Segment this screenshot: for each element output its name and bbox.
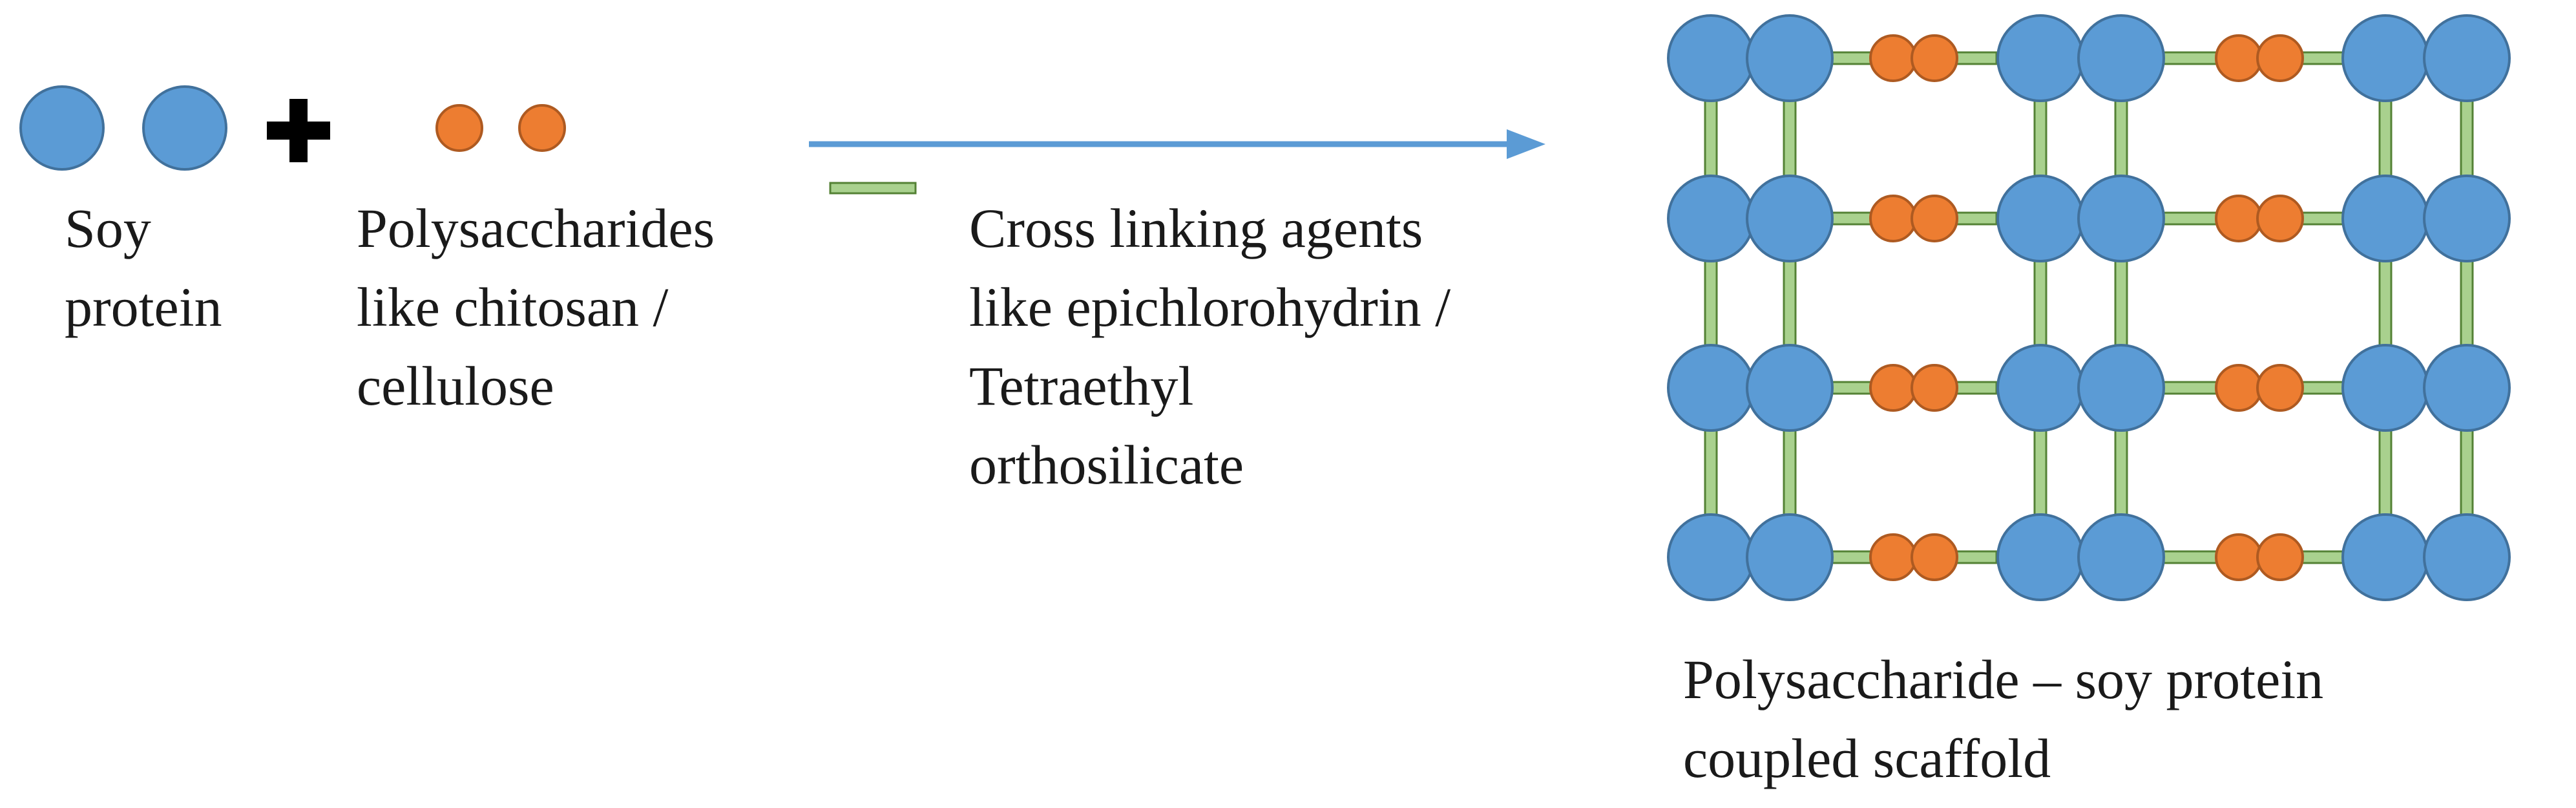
scaffold-polysaccharide-node — [2256, 364, 2304, 412]
scaffold-protein-node — [1667, 175, 1755, 262]
polysaccharides-label-line: cellulose — [357, 355, 554, 417]
scaffold-protein-node — [1667, 344, 1755, 432]
scaffold-protein-node — [1746, 175, 1834, 262]
scaffold-protein-node — [2423, 513, 2511, 601]
polysaccharide-circle — [435, 104, 483, 152]
cross-linking-agents-label-line: Cross linking agents — [969, 197, 1423, 259]
scaffold-polysaccharide-node — [2256, 34, 2304, 82]
scaffold-protein-node — [2077, 513, 2165, 601]
scaffold-protein-node — [1667, 14, 1755, 102]
crosslinker-symbol — [829, 182, 917, 195]
vertical-crosslink — [2460, 89, 2474, 187]
scaffold-protein-node — [2341, 14, 2429, 102]
vertical-crosslink — [1783, 89, 1797, 187]
scaffold-polysaccharide-node — [2256, 533, 2304, 581]
reactant-symbols — [19, 85, 917, 195]
scaffold-polysaccharide-node — [2215, 195, 2263, 242]
plus-icon — [267, 99, 330, 162]
soy-protein-label: Soy protein — [65, 189, 222, 346]
scaffold-polysaccharide-node — [1911, 34, 1958, 82]
scaffold-crosslinks — [1704, 51, 2474, 564]
scaffold-protein-node — [1746, 344, 1834, 432]
scaffold-polysaccharide-node — [1869, 34, 1917, 82]
scaffold-protein-node — [2077, 344, 2165, 432]
scaffold-label-line: coupled scaffold — [1683, 727, 2051, 789]
vertical-crosslink — [2378, 89, 2393, 187]
polysaccharides-label: Polysaccharides like chitosan / cellulos… — [357, 189, 715, 425]
scaffold-polysaccharide-node — [1911, 364, 1958, 412]
plus-icon-bar — [289, 99, 308, 162]
scaffold-label: Polysaccharide – soy protein coupled sca… — [1683, 640, 2323, 798]
soy-protein-label-line: Soy — [65, 197, 151, 259]
vertical-crosslink — [1704, 419, 1718, 526]
soy-protein-circle — [19, 85, 105, 171]
scaffold-protein-node — [1667, 513, 1755, 601]
reaction-arrow — [809, 129, 1545, 159]
scaffold-protein-node — [1746, 14, 1834, 102]
scaffold-polysaccharide-node — [1869, 195, 1917, 242]
vertical-crosslink — [1783, 419, 1797, 526]
scaffold-label-line: Polysaccharide – soy protein — [1683, 648, 2324, 710]
vertical-crosslink — [2460, 250, 2474, 357]
soy-protein-circle — [142, 85, 227, 171]
polysaccharide-circle — [518, 104, 566, 152]
vertical-crosslink — [2114, 250, 2128, 357]
scaffold-protein-node — [2341, 513, 2429, 601]
scaffold-polysaccharide-node — [2215, 364, 2263, 412]
scaffold-polysaccharide-node — [2256, 195, 2304, 242]
scaffold-polysaccharide-node — [2215, 533, 2263, 581]
vertical-crosslink — [2114, 89, 2128, 187]
scaffold-protein-node — [1996, 14, 2084, 102]
soy-protein-label-line: protein — [65, 276, 222, 338]
scaffold-protein-node — [1996, 344, 2084, 432]
polysaccharides-label-line: like chitosan / — [357, 276, 669, 338]
vertical-crosslink — [2033, 250, 2047, 357]
vertical-crosslink — [2378, 419, 2393, 526]
vertical-crosslink — [1704, 89, 1718, 187]
scaffold-protein-node — [2423, 344, 2511, 432]
scaffold-protein-node — [2341, 344, 2429, 432]
scaffold-protein-node — [2341, 175, 2429, 262]
scaffold-polysaccharide-node — [2215, 34, 2263, 82]
scaffold-polysaccharide-node — [1869, 533, 1917, 581]
vertical-crosslink — [2378, 250, 2393, 357]
vertical-crosslink — [2114, 419, 2128, 526]
scaffold-polysaccharide-node — [1869, 364, 1917, 412]
vertical-crosslink — [2460, 419, 2474, 526]
scaffold-protein-node — [1996, 513, 2084, 601]
scaffold-protein-node — [1996, 175, 2084, 262]
arrow-right-icon — [1507, 129, 1545, 159]
scaffold-protein-node — [2423, 175, 2511, 262]
scaffold-protein-node — [2077, 175, 2165, 262]
scaffold-polysaccharide-node — [1911, 533, 1958, 581]
cross-linking-agents-label-line: Tetraethyl — [969, 355, 1194, 417]
cross-linking-agents-label-line: like epichlorohydrin / — [969, 276, 1451, 338]
scaffold-nodes — [1667, 14, 2511, 601]
vertical-crosslink — [1783, 250, 1797, 357]
vertical-crosslink — [2033, 89, 2047, 187]
cross-linking-agents-label: Cross linking agents like epichlorohydri… — [969, 189, 1450, 504]
scaffold-protein-node — [2077, 14, 2165, 102]
scaffold-protein-node — [2423, 14, 2511, 102]
cross-linking-agents-label-line: orthosilicate — [969, 434, 1244, 496]
scaffold-polysaccharide-node — [1911, 195, 1958, 242]
vertical-crosslink — [1704, 250, 1718, 357]
vertical-crosslink — [2033, 419, 2047, 526]
polysaccharides-label-line: Polysaccharides — [357, 197, 715, 259]
scaffold-protein-node — [1746, 513, 1834, 601]
